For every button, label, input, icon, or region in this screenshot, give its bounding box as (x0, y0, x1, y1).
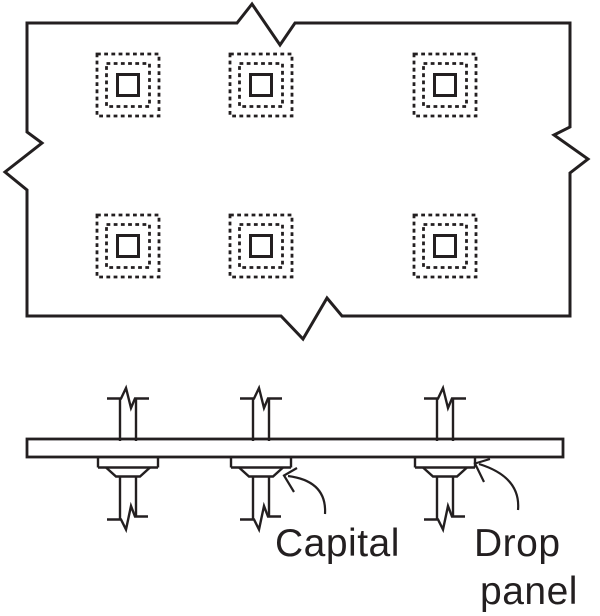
plan-view (2, 1, 591, 342)
column-symbol (412, 213, 478, 279)
column-symbol (95, 52, 161, 118)
capital-arrow (282, 467, 327, 515)
slab-plan-outline-with-breaks (2, 1, 591, 342)
capital-label: Capital (275, 522, 400, 565)
section-view (25, 386, 565, 531)
drop-panel-label-line2: panel (480, 570, 578, 613)
section-column (413, 386, 477, 531)
column-symbol (228, 213, 294, 279)
section-column (96, 386, 160, 531)
column-symbol (95, 213, 161, 279)
drop-panel-arrow (473, 457, 520, 511)
column-symbol (228, 52, 294, 118)
column-symbol (412, 52, 478, 118)
section-column (229, 386, 293, 531)
slab-section (25, 437, 565, 459)
drop-panel-label-line1: Drop (474, 522, 561, 565)
labels: Capital Drop panel (275, 522, 578, 613)
